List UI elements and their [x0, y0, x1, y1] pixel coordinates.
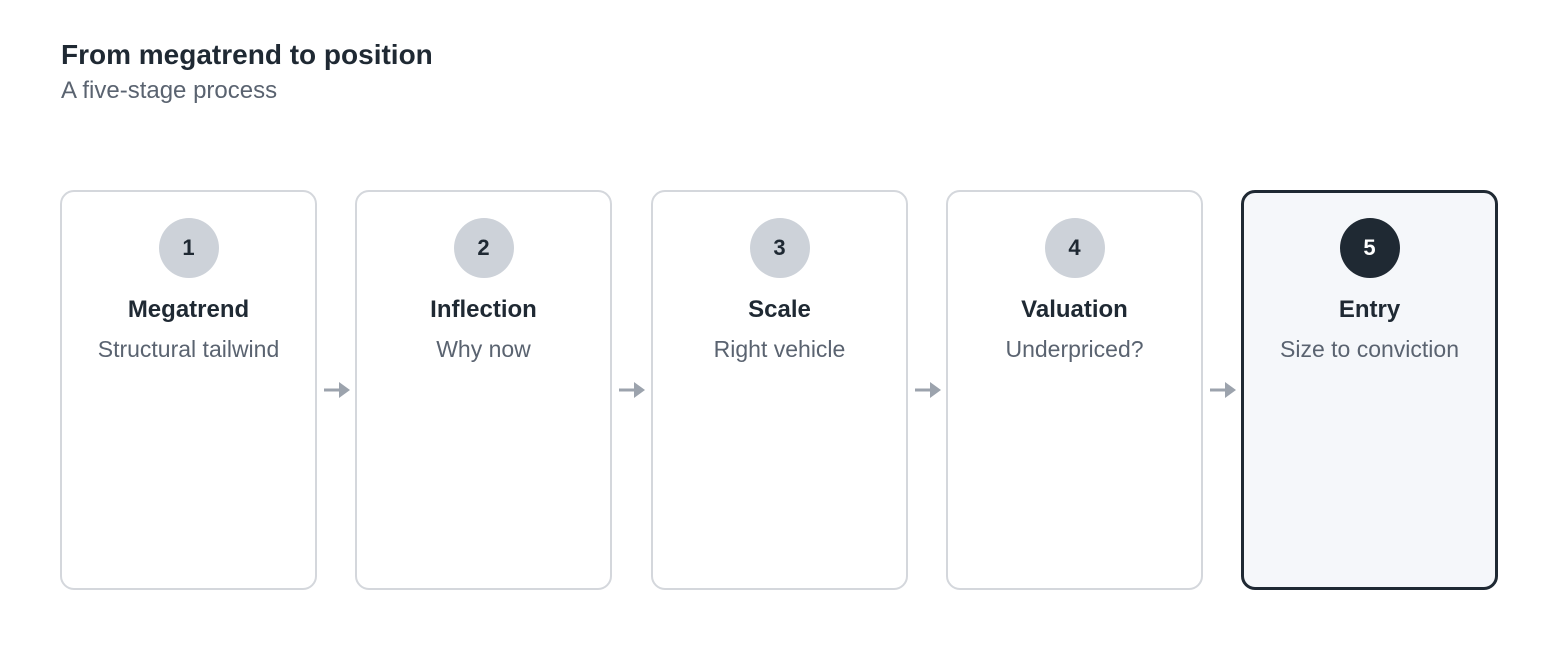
arrow-right-icon: [1210, 382, 1236, 398]
stage-subtitle: Why now: [436, 336, 531, 362]
arrow-right-icon: [915, 382, 941, 398]
diagram-subtitle: A five-stage process: [61, 77, 278, 104]
stage-number-badge: 4: [1044, 218, 1105, 278]
stage-card-inflection: 2 Inflection Why now: [355, 190, 612, 590]
stage-number-badge: 5: [1339, 218, 1400, 278]
stage-card-entry: 5 Entry Size to conviction: [1241, 190, 1498, 590]
stage-subtitle: Structural tailwind: [97, 336, 280, 362]
stage-number-badge: 2: [453, 218, 514, 278]
stage-subtitle: Right vehicle: [713, 336, 846, 362]
stage-subtitle: Underpriced?: [1005, 336, 1144, 362]
stage-title: Valuation: [1021, 296, 1128, 323]
stage-title: Inflection: [430, 296, 537, 323]
arrow-right-icon: [324, 382, 350, 398]
stage-title: Entry: [1338, 296, 1401, 323]
stage-card-megatrend: 1 Megatrend Structural tailwind: [60, 190, 317, 590]
stage-number-badge: 3: [749, 218, 810, 278]
stage-card-valuation: 4 Valuation Underpriced?: [946, 190, 1203, 590]
diagram-title: From megatrend to position: [61, 39, 433, 70]
stage-subtitle: Size to conviction: [1280, 336, 1459, 362]
stage-title: Megatrend: [127, 296, 250, 323]
stage-card-scale: 3 Scale Right vehicle: [651, 190, 908, 590]
arrow-right-icon: [619, 382, 645, 398]
stage-number-badge: 1: [158, 218, 219, 278]
stage-title: Scale: [748, 296, 811, 323]
